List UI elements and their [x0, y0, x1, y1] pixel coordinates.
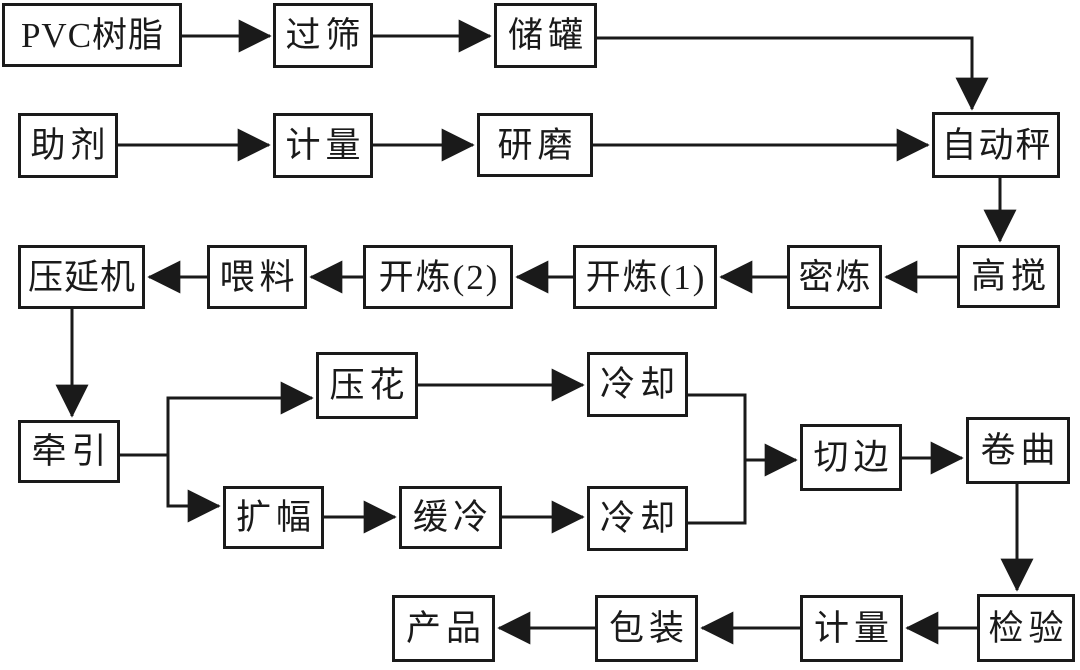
node-cooling-2-label: 冷却: [599, 499, 680, 538]
node-slow-cooling-label: 缓冷: [412, 498, 493, 537]
node-sieving-label: 过筛: [285, 16, 366, 55]
node-product-label: 产品: [405, 609, 486, 648]
node-metering-2-label: 计量: [813, 609, 894, 648]
node-widening-label: 扩幅: [235, 498, 316, 537]
node-internal-mixer-label: 密炼: [798, 257, 873, 297]
node-metering-2: 计量: [800, 595, 903, 662]
node-widening: 扩幅: [223, 486, 324, 549]
node-auto-scale-label: 自动秤: [941, 125, 1053, 165]
node-feeding: 喂料: [207, 245, 307, 309]
node-open-mill-2-label: 开炼(2): [378, 257, 500, 297]
node-pvc-resin-label: PVC树脂: [20, 15, 165, 55]
node-storage-tank-label: 储罐: [507, 16, 588, 55]
node-inspection: 检验: [977, 594, 1075, 662]
node-feeding-label: 喂料: [219, 257, 300, 297]
node-product: 产品: [392, 595, 495, 662]
node-grinding: 研磨: [477, 113, 593, 177]
edge-storage-tank-auto-scale: [597, 36, 989, 111]
node-open-mill-2: 开炼(2): [363, 245, 513, 309]
node-internal-mixer: 密炼: [787, 245, 882, 309]
node-packaging: 包装: [595, 595, 698, 662]
node-cooling-1: 冷却: [587, 352, 688, 417]
node-cooling-1-label: 冷却: [599, 365, 680, 404]
node-traction-label: 牵引: [31, 432, 112, 471]
node-pvc-resin: PVC树脂: [2, 3, 182, 67]
edge-cooling-merge: [688, 393, 747, 525]
node-winding-label: 卷曲: [980, 431, 1061, 470]
node-auto-scale: 自动秤: [932, 112, 1060, 178]
node-sieving: 过筛: [273, 3, 373, 68]
node-additives: 助剂: [18, 113, 118, 178]
node-high-speed-mixer: 高搅: [957, 245, 1060, 308]
node-open-mill-1: 开炼(1): [573, 245, 717, 309]
node-slow-cooling: 缓冷: [399, 486, 502, 549]
node-inspection-label: 检验: [988, 608, 1069, 648]
node-additives-label: 助剂: [30, 126, 111, 165]
node-high-speed-mixer-label: 高搅: [970, 257, 1051, 296]
node-embossing: 压花: [316, 352, 418, 419]
node-winding: 卷曲: [966, 417, 1070, 484]
node-embossing-label: 压花: [329, 366, 410, 405]
node-packaging-label: 包装: [608, 609, 689, 648]
node-metering-1: 计量: [273, 113, 373, 178]
node-open-mill-1-label: 开炼(1): [585, 257, 707, 297]
node-trimming: 切边: [800, 424, 902, 491]
node-trimming-label: 切边: [813, 438, 894, 477]
node-traction: 牵引: [18, 420, 120, 483]
node-calender-label: 压延机: [27, 257, 136, 297]
node-metering-1-label: 计量: [285, 126, 366, 165]
node-storage-tank: 储罐: [494, 3, 597, 68]
edge-traction-embossing: [120, 381, 314, 457]
edge-traction-widening: [166, 455, 221, 523]
node-grinding-label: 研磨: [497, 125, 578, 165]
node-cooling-2: 冷却: [587, 486, 688, 551]
node-calender: 压延机: [18, 245, 145, 309]
